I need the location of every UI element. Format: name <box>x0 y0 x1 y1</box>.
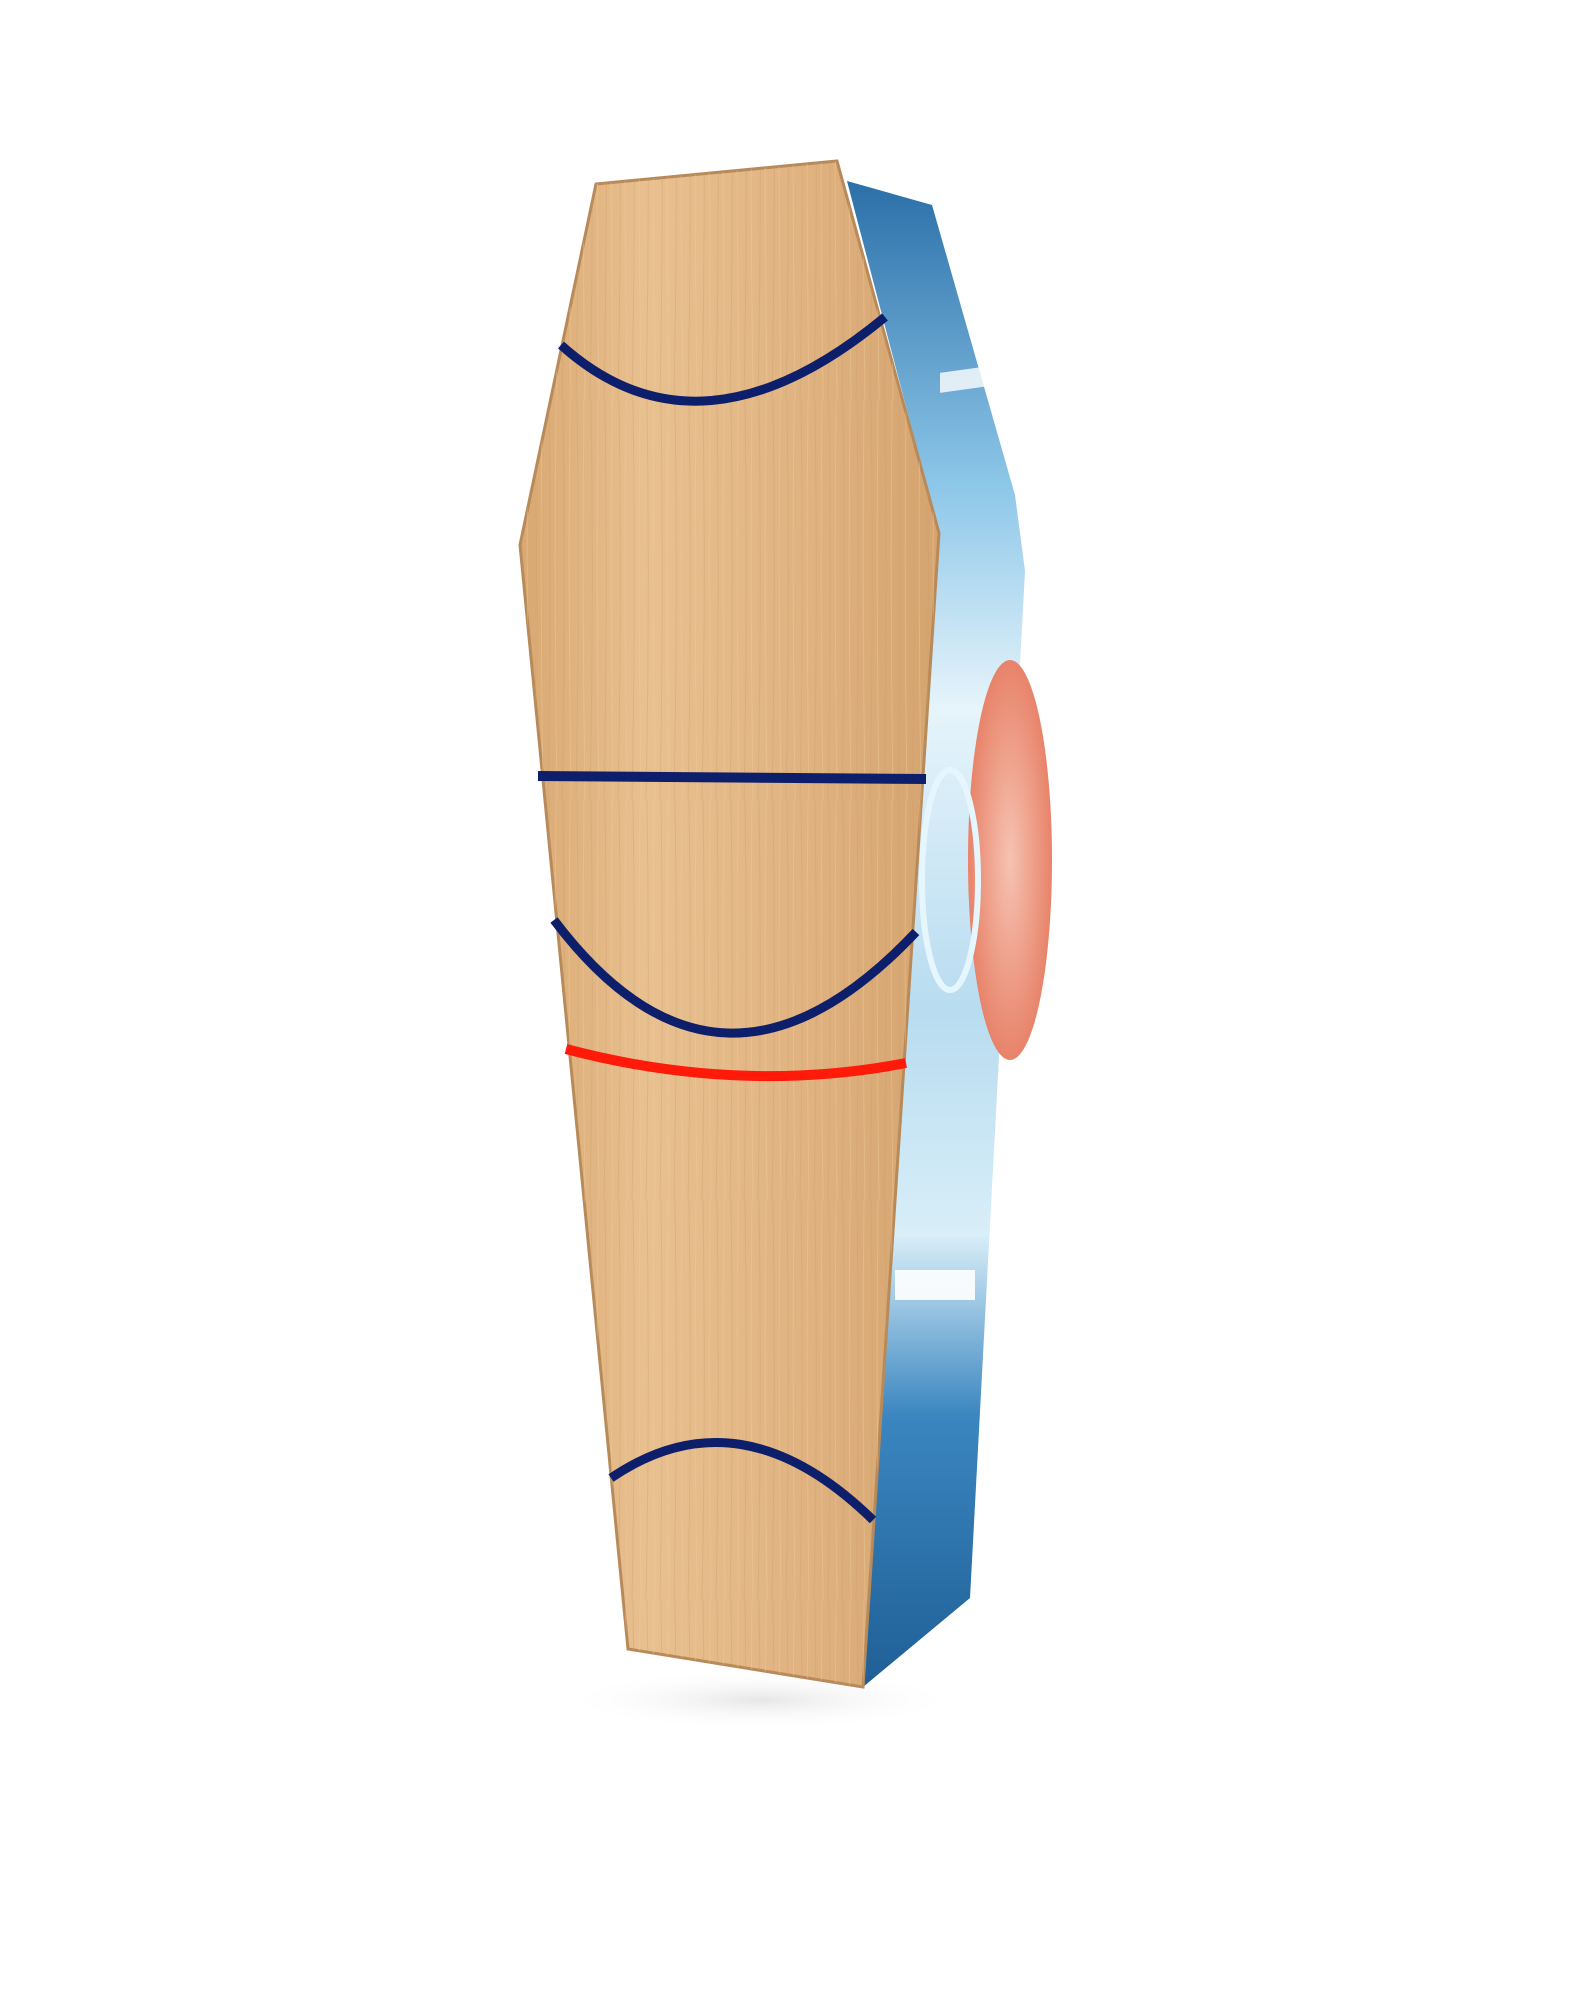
court-line-red <box>564 1044 907 1082</box>
court-line-bottom-arc <box>608 1438 877 1524</box>
coffin-side-panel <box>847 181 1052 1687</box>
basketball-graphic <box>968 660 1052 1060</box>
court-line-mid-arc <box>550 917 920 1038</box>
floor-shadow <box>560 1670 960 1730</box>
coffin-lid <box>518 159 941 1689</box>
court-line-center <box>537 771 927 784</box>
court-line-top-arc <box>557 313 888 406</box>
side-white-band-top <box>940 361 1020 393</box>
basketball-hoop-net-graphic <box>919 767 981 993</box>
side-white-band-bottom <box>895 1270 975 1300</box>
